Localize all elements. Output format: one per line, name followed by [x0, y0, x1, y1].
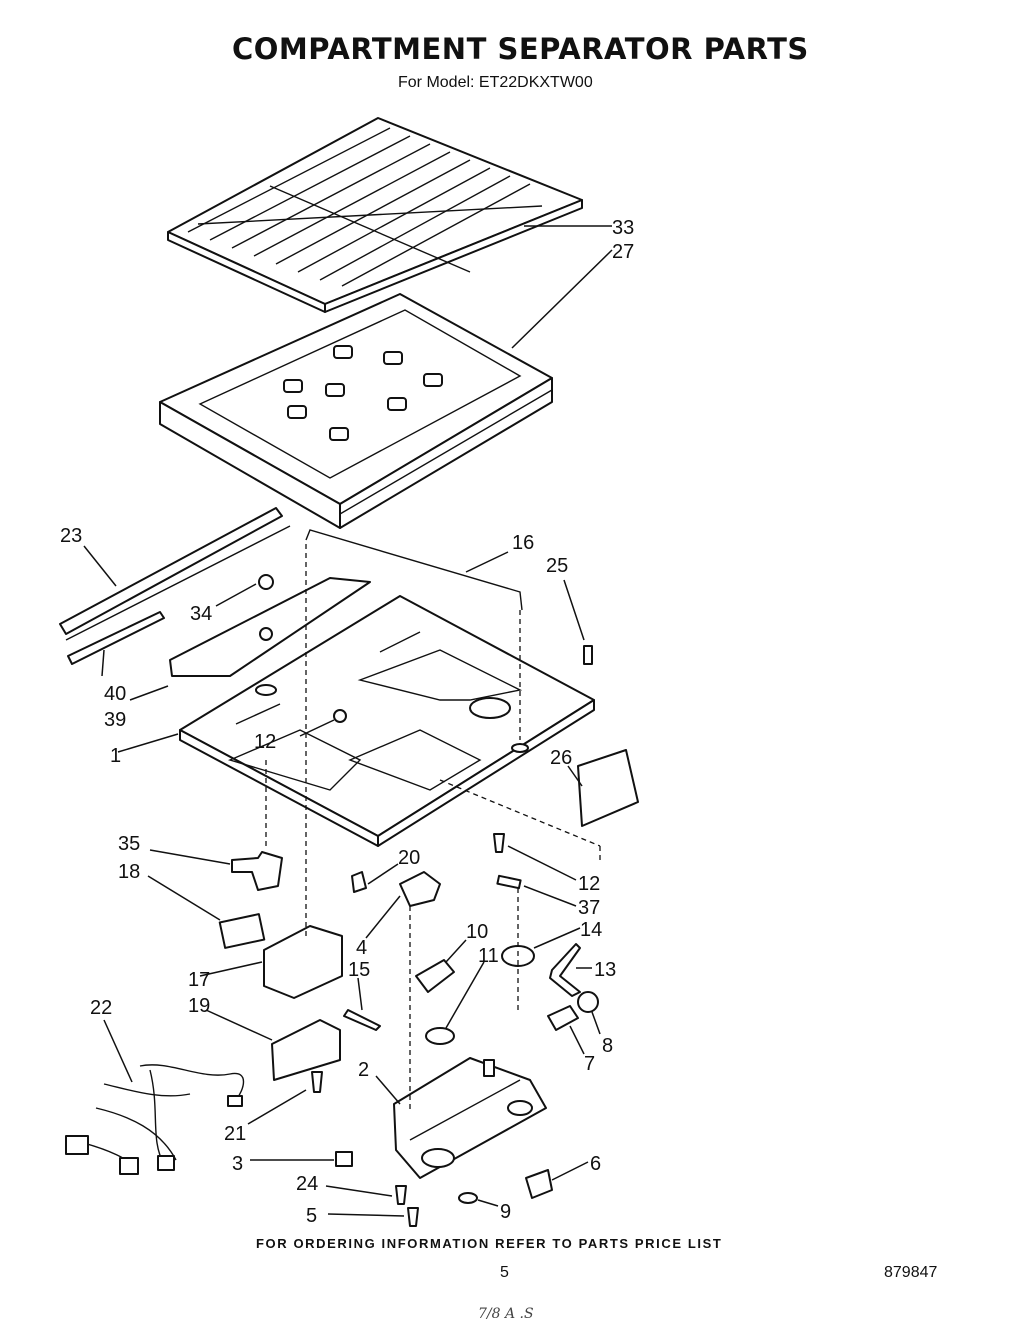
callout-16: 16 [512, 532, 534, 554]
screw-24 [395, 1185, 407, 1205]
switch-10 [415, 959, 455, 993]
light-cover [577, 749, 639, 827]
thermostat-knob [231, 851, 283, 891]
damper-4 [399, 871, 441, 907]
washer-9 [458, 1192, 478, 1204]
callout-12-lower: 12 [578, 873, 600, 895]
wiring-harness [65, 1064, 245, 1175]
callout-34: 34 [190, 603, 212, 625]
callout-2: 2 [358, 1059, 369, 1081]
callout-3: 3 [232, 1153, 243, 1175]
callout-19: 19 [188, 995, 210, 1017]
callout-6: 6 [590, 1153, 601, 1175]
callout-13: 13 [594, 959, 616, 981]
strap-37 [496, 874, 522, 890]
screw-25 [583, 645, 593, 665]
bulb-8 [577, 991, 599, 1013]
screw-12-upper [333, 709, 347, 723]
callout-23: 23 [60, 525, 82, 547]
spacer-11 [425, 1027, 455, 1045]
callout-39: 39 [104, 709, 126, 731]
callout-5: 5 [306, 1205, 317, 1227]
page-title: COMPARTMENT SEPARATOR PARTS [232, 32, 809, 66]
leader-lines [83, 225, 613, 1217]
clip-3 [335, 1151, 353, 1167]
callout-1: 1 [110, 745, 121, 767]
callout-24: 24 [296, 1173, 318, 1195]
callout-26: 26 [550, 747, 572, 769]
callout-7: 7 [584, 1053, 595, 1075]
callout-27: 27 [612, 241, 634, 263]
screw-5 [407, 1207, 419, 1227]
control-bracket [271, 1019, 341, 1081]
callout-11: 11 [478, 945, 499, 967]
callout-12-upper: 12 [254, 731, 276, 753]
handwritten-mark: 7/8 A .S [478, 1306, 534, 1322]
callout-33: 33 [612, 217, 634, 239]
wire-13 [549, 943, 581, 997]
control-housing [263, 925, 343, 999]
ordering-info-note: FOR ORDERING INFORMATION REFER TO PARTS … [256, 1236, 723, 1251]
callout-9: 9 [500, 1201, 511, 1223]
callout-35: 35 [118, 833, 140, 855]
control-bezel [218, 913, 266, 949]
connector-6 [525, 1169, 553, 1199]
front-trim-assembly [59, 507, 371, 677]
screw-12-lower [493, 833, 505, 853]
clip-20 [351, 871, 367, 893]
callout-20: 20 [398, 847, 420, 869]
alignment-line [439, 779, 601, 847]
callout-10: 10 [466, 921, 488, 943]
bracket-7 [547, 1005, 579, 1031]
callout-15: 15 [348, 959, 370, 981]
grommet-34 [258, 574, 274, 590]
callout-17: 17 [188, 969, 210, 991]
heater-wire [305, 529, 523, 611]
document-number: 879847 [884, 1264, 938, 1281]
callout-37: 37 [578, 897, 600, 919]
screw-21 [311, 1071, 323, 1093]
hose-15 [343, 1009, 381, 1031]
separator-pan [179, 595, 595, 847]
callout-18: 18 [118, 861, 140, 883]
page-number: 5 [500, 1264, 509, 1281]
callout-8: 8 [602, 1035, 613, 1057]
shelf-grille [167, 117, 583, 313]
callout-40: 40 [104, 683, 126, 705]
shelf-frame [159, 293, 553, 529]
callout-21: 21 [224, 1123, 246, 1145]
callout-25: 25 [546, 555, 568, 577]
callout-22: 22 [90, 997, 112, 1019]
model-line: For Model: ET22DKXTW00 [398, 74, 593, 91]
callout-4: 4 [356, 937, 367, 959]
callout-14: 14 [580, 919, 602, 941]
lower-housing [393, 1057, 547, 1179]
